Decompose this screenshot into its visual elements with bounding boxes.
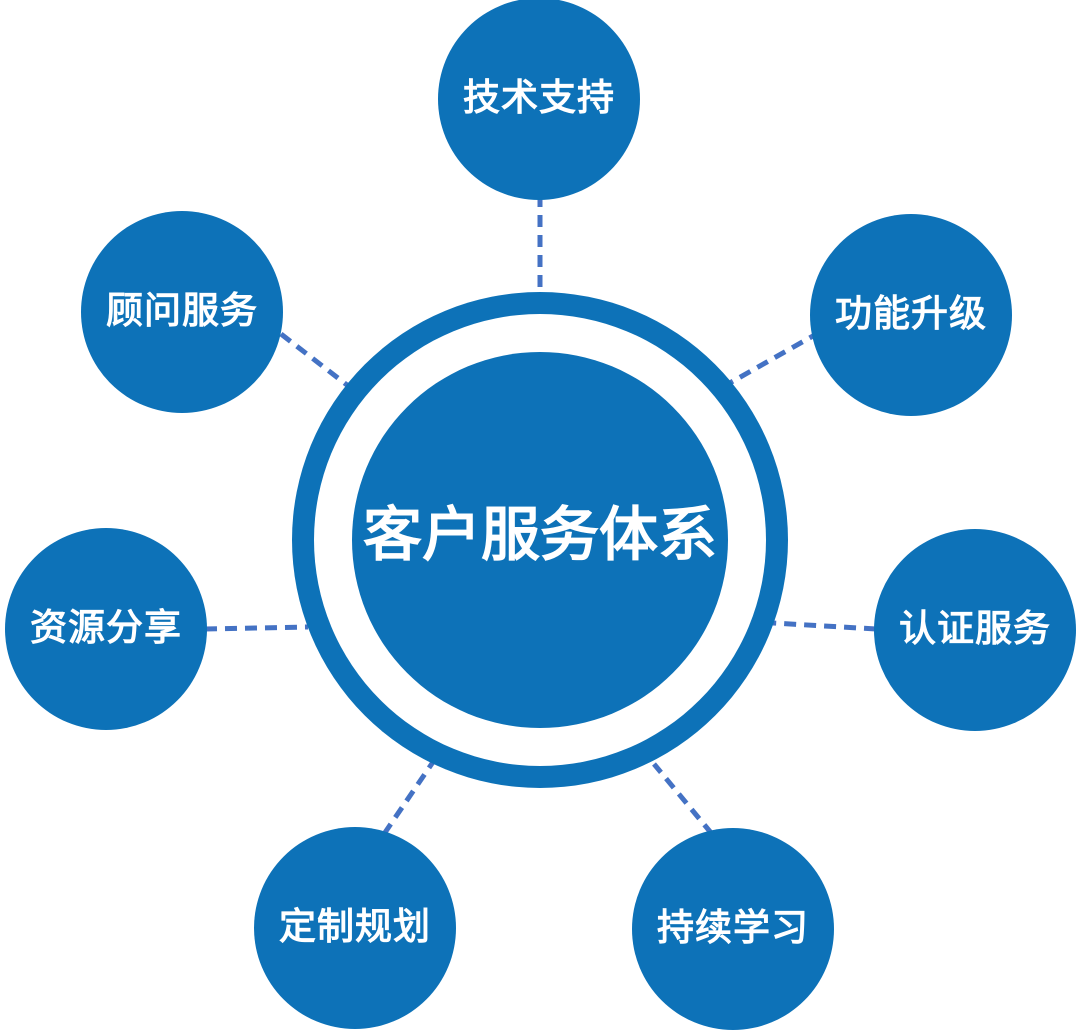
hub-circle: 客户服务体系 bbox=[292, 292, 788, 788]
satellite-label: 技术支持 bbox=[463, 76, 615, 119]
satellite-certification-service: 认证服务 bbox=[874, 529, 1076, 731]
connector-top-left bbox=[279, 332, 349, 387]
satellite-label: 资源分享 bbox=[30, 606, 182, 649]
hub-inner-circle: 客户服务体系 bbox=[352, 352, 728, 728]
connector-top-right bbox=[726, 329, 822, 387]
satellite-resource-sharing: 资源分享 bbox=[5, 528, 207, 730]
hub-label: 客户服务体系 bbox=[362, 499, 717, 569]
satellite-label: 定制规划 bbox=[279, 905, 431, 948]
satellite-continuous-learning: 持续学习 bbox=[632, 828, 834, 1030]
satellite-tech-support: 技术支持 bbox=[438, 0, 640, 200]
connector-left bbox=[204, 624, 309, 632]
satellite-feature-upgrade: 功能升级 bbox=[810, 214, 1012, 416]
satellite-label: 认证服务 bbox=[899, 607, 1051, 650]
hub-white-ring: 客户服务体系 bbox=[314, 314, 766, 766]
satellite-label: 持续学习 bbox=[657, 906, 809, 949]
connector-bottom-right bbox=[652, 762, 714, 836]
satellite-label: 功能升级 bbox=[835, 292, 987, 335]
connector-right bbox=[772, 620, 877, 632]
satellite-custom-planning: 定制规划 bbox=[254, 827, 456, 1029]
satellite-consultant-service: 顾问服务 bbox=[81, 211, 283, 413]
satellite-label: 顾问服务 bbox=[106, 289, 258, 332]
connector-bottom-left bbox=[381, 760, 436, 836]
